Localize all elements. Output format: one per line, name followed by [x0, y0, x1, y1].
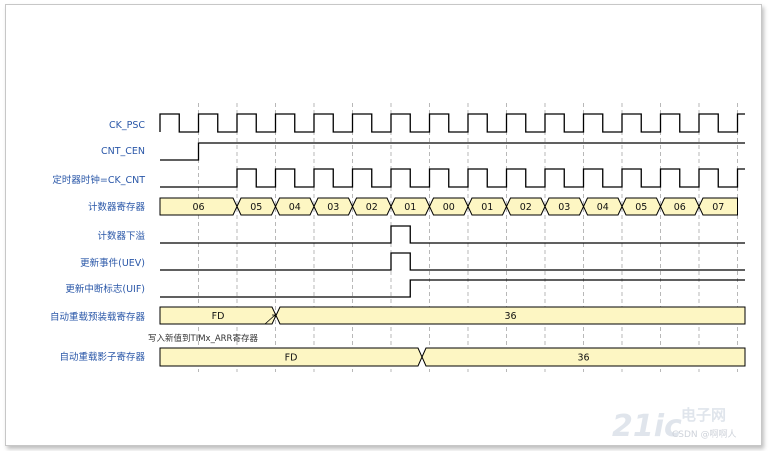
preload-value: 36	[504, 311, 516, 322]
shadow-value: 36	[577, 353, 589, 364]
counter-value: 05	[250, 202, 262, 213]
shadow-bus: FD 36	[159, 347, 746, 367]
counter-value: 06	[192, 202, 204, 213]
counter-value: 05	[635, 202, 647, 213]
label-ck-cnt: 定时器时钟=CK_CNT	[52, 174, 145, 186]
counter-segment	[698, 197, 738, 216]
ck-cnt-waveform	[160, 168, 745, 188]
label-shadow-register: 自动重载影子寄存器	[59, 351, 145, 363]
counter-bus: 06 05 04 03 02 01 00 01 02 03 04 05 06 07	[159, 197, 738, 216]
counter-segment	[159, 197, 238, 216]
shadow-value: FD	[285, 353, 298, 364]
watermark: 21ic 电子网 CSDN @啊啊人	[612, 406, 737, 444]
label-preload-register: 自动重载预装载寄存器	[50, 311, 146, 323]
grid-lines	[198, 103, 738, 372]
counter-value: 01	[481, 202, 493, 213]
counter-value: 02	[520, 202, 532, 213]
label-cnt-cen: CNT_CEN	[101, 146, 145, 157]
counter-value: 00	[443, 202, 455, 213]
counter-value: 06	[674, 202, 686, 213]
preload-segment	[159, 306, 277, 325]
note-pointer	[264, 314, 276, 325]
label-update-interrupt-flag: 更新中断标志(UIF)	[65, 283, 145, 295]
cnt-cen-waveform	[160, 142, 745, 161]
preload-segment	[275, 306, 746, 325]
ck-psc-waveform	[159, 113, 745, 133]
counter-value: 03	[327, 202, 339, 213]
note-arrowhead	[272, 314, 276, 318]
preload-bus: FD 36	[159, 306, 746, 325]
counter-value: 04	[597, 202, 609, 213]
watermark-cn: 电子网	[681, 406, 726, 424]
preload-value: FD	[212, 311, 225, 322]
shadow-segment	[421, 347, 746, 367]
underflow-waveform	[160, 225, 745, 244]
counter-value: 01	[404, 202, 416, 213]
shadow-segment	[159, 347, 423, 367]
label-update-event: 更新事件(UEV)	[80, 257, 145, 269]
uev-waveform	[160, 252, 745, 271]
watermark-logo: 21ic	[612, 409, 682, 444]
counter-value: 07	[712, 202, 724, 213]
counter-value: 04	[289, 202, 301, 213]
uif-waveform	[160, 279, 745, 298]
watermark-sub: CSDN @啊啊人	[672, 429, 737, 440]
write-arr-note: 写入新值到TIMx_ARR寄存器	[148, 333, 258, 344]
counter-value: 02	[366, 202, 378, 213]
label-counter-underflow: 计数器下溢	[97, 230, 145, 242]
label-ck-psc: CK_PSC	[109, 120, 145, 131]
counter-value: 03	[558, 202, 570, 213]
diagram-frame	[5, 4, 762, 446]
label-counter-register: 计数器寄存器	[88, 201, 146, 213]
